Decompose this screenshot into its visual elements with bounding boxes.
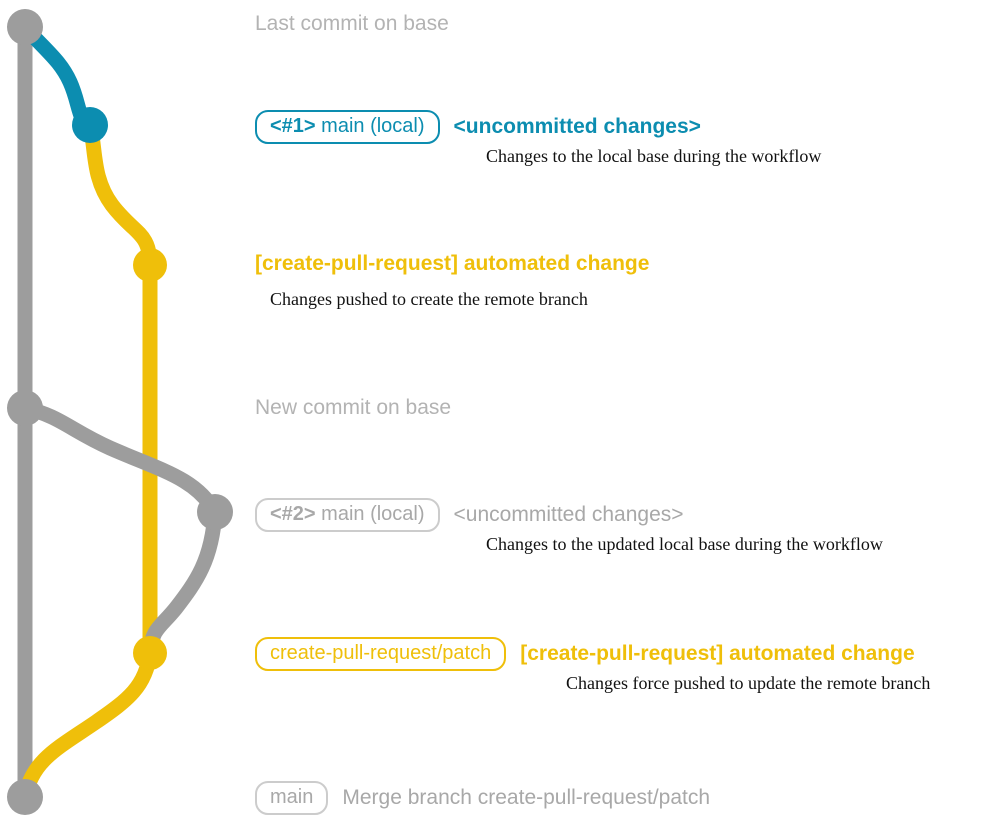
edge-local1-to-remote1 (82, 117, 158, 273)
entry-title: [create-pull-request] automated change (255, 252, 650, 275)
entry-merge-commit: main Merge branch create-pull-request/pa… (255, 781, 710, 815)
entry-automated-change-1: [create-pull-request] automated change (255, 252, 649, 276)
branch-pill-name: main (local) (321, 115, 425, 137)
node-base-merge (7, 779, 43, 815)
node-base-new (7, 390, 43, 426)
branch-pill-number: <#1> (270, 115, 316, 137)
branch-pill-name: create-pull-request/patch (270, 642, 492, 664)
entry-title: New commit on base (255, 396, 452, 419)
entry-automated-change-2: create-pull-request/patch [create-pull-r… (255, 637, 915, 671)
node-local-2 (197, 494, 233, 530)
branch-pill-local-2[interactable]: <#2> main (local) (255, 498, 440, 532)
entry-title: <uncommitted changes> (453, 502, 684, 526)
entry-local-uncommitted-1: <#1> main (local) <uncommitted changes> (255, 110, 701, 144)
entry-description-local-uncommitted-2: Changes to the updated local base during… (486, 534, 883, 554)
branch-pill-create-pull-request-patch[interactable]: create-pull-request/patch (255, 637, 507, 671)
node-local-1 (72, 107, 108, 143)
entry-description-automated-change-1: Changes pushed to create the remote bran… (270, 289, 588, 309)
entry-title: Last commit on base (255, 12, 449, 35)
node-remote-patch-2 (133, 636, 167, 670)
entry-local-uncommitted-2: <#2> main (local) <uncommitted changes> (255, 498, 684, 532)
branch-pill-local-1[interactable]: <#1> main (local) (255, 110, 440, 144)
branch-pill-main[interactable]: main (255, 781, 329, 815)
entry-title: [create-pull-request] automated change (520, 641, 915, 665)
entry-title: Merge branch create-pull-request/patch (342, 785, 711, 809)
edge-local2-to-remote2 (142, 504, 223, 661)
branch-pill-name: main (270, 786, 314, 808)
edge-basenew-to-local2 (17, 400, 223, 520)
entry-last-commit-on-base: Last commit on base (255, 12, 449, 36)
entry-description-automated-change-2: Changes force pushed to update the remot… (566, 673, 931, 693)
node-base-head (7, 9, 43, 45)
entry-title: <uncommitted changes> (453, 114, 701, 138)
edge-remote2-to-merge (17, 645, 158, 805)
entry-new-commit-on-base: New commit on base (255, 396, 451, 420)
branch-pill-number: <#2> (270, 503, 316, 525)
branch-pill-name: main (local) (321, 503, 425, 525)
entry-description-local-uncommitted-1: Changes to the local base during the wor… (486, 146, 822, 166)
node-remote-patch-1 (133, 248, 167, 282)
